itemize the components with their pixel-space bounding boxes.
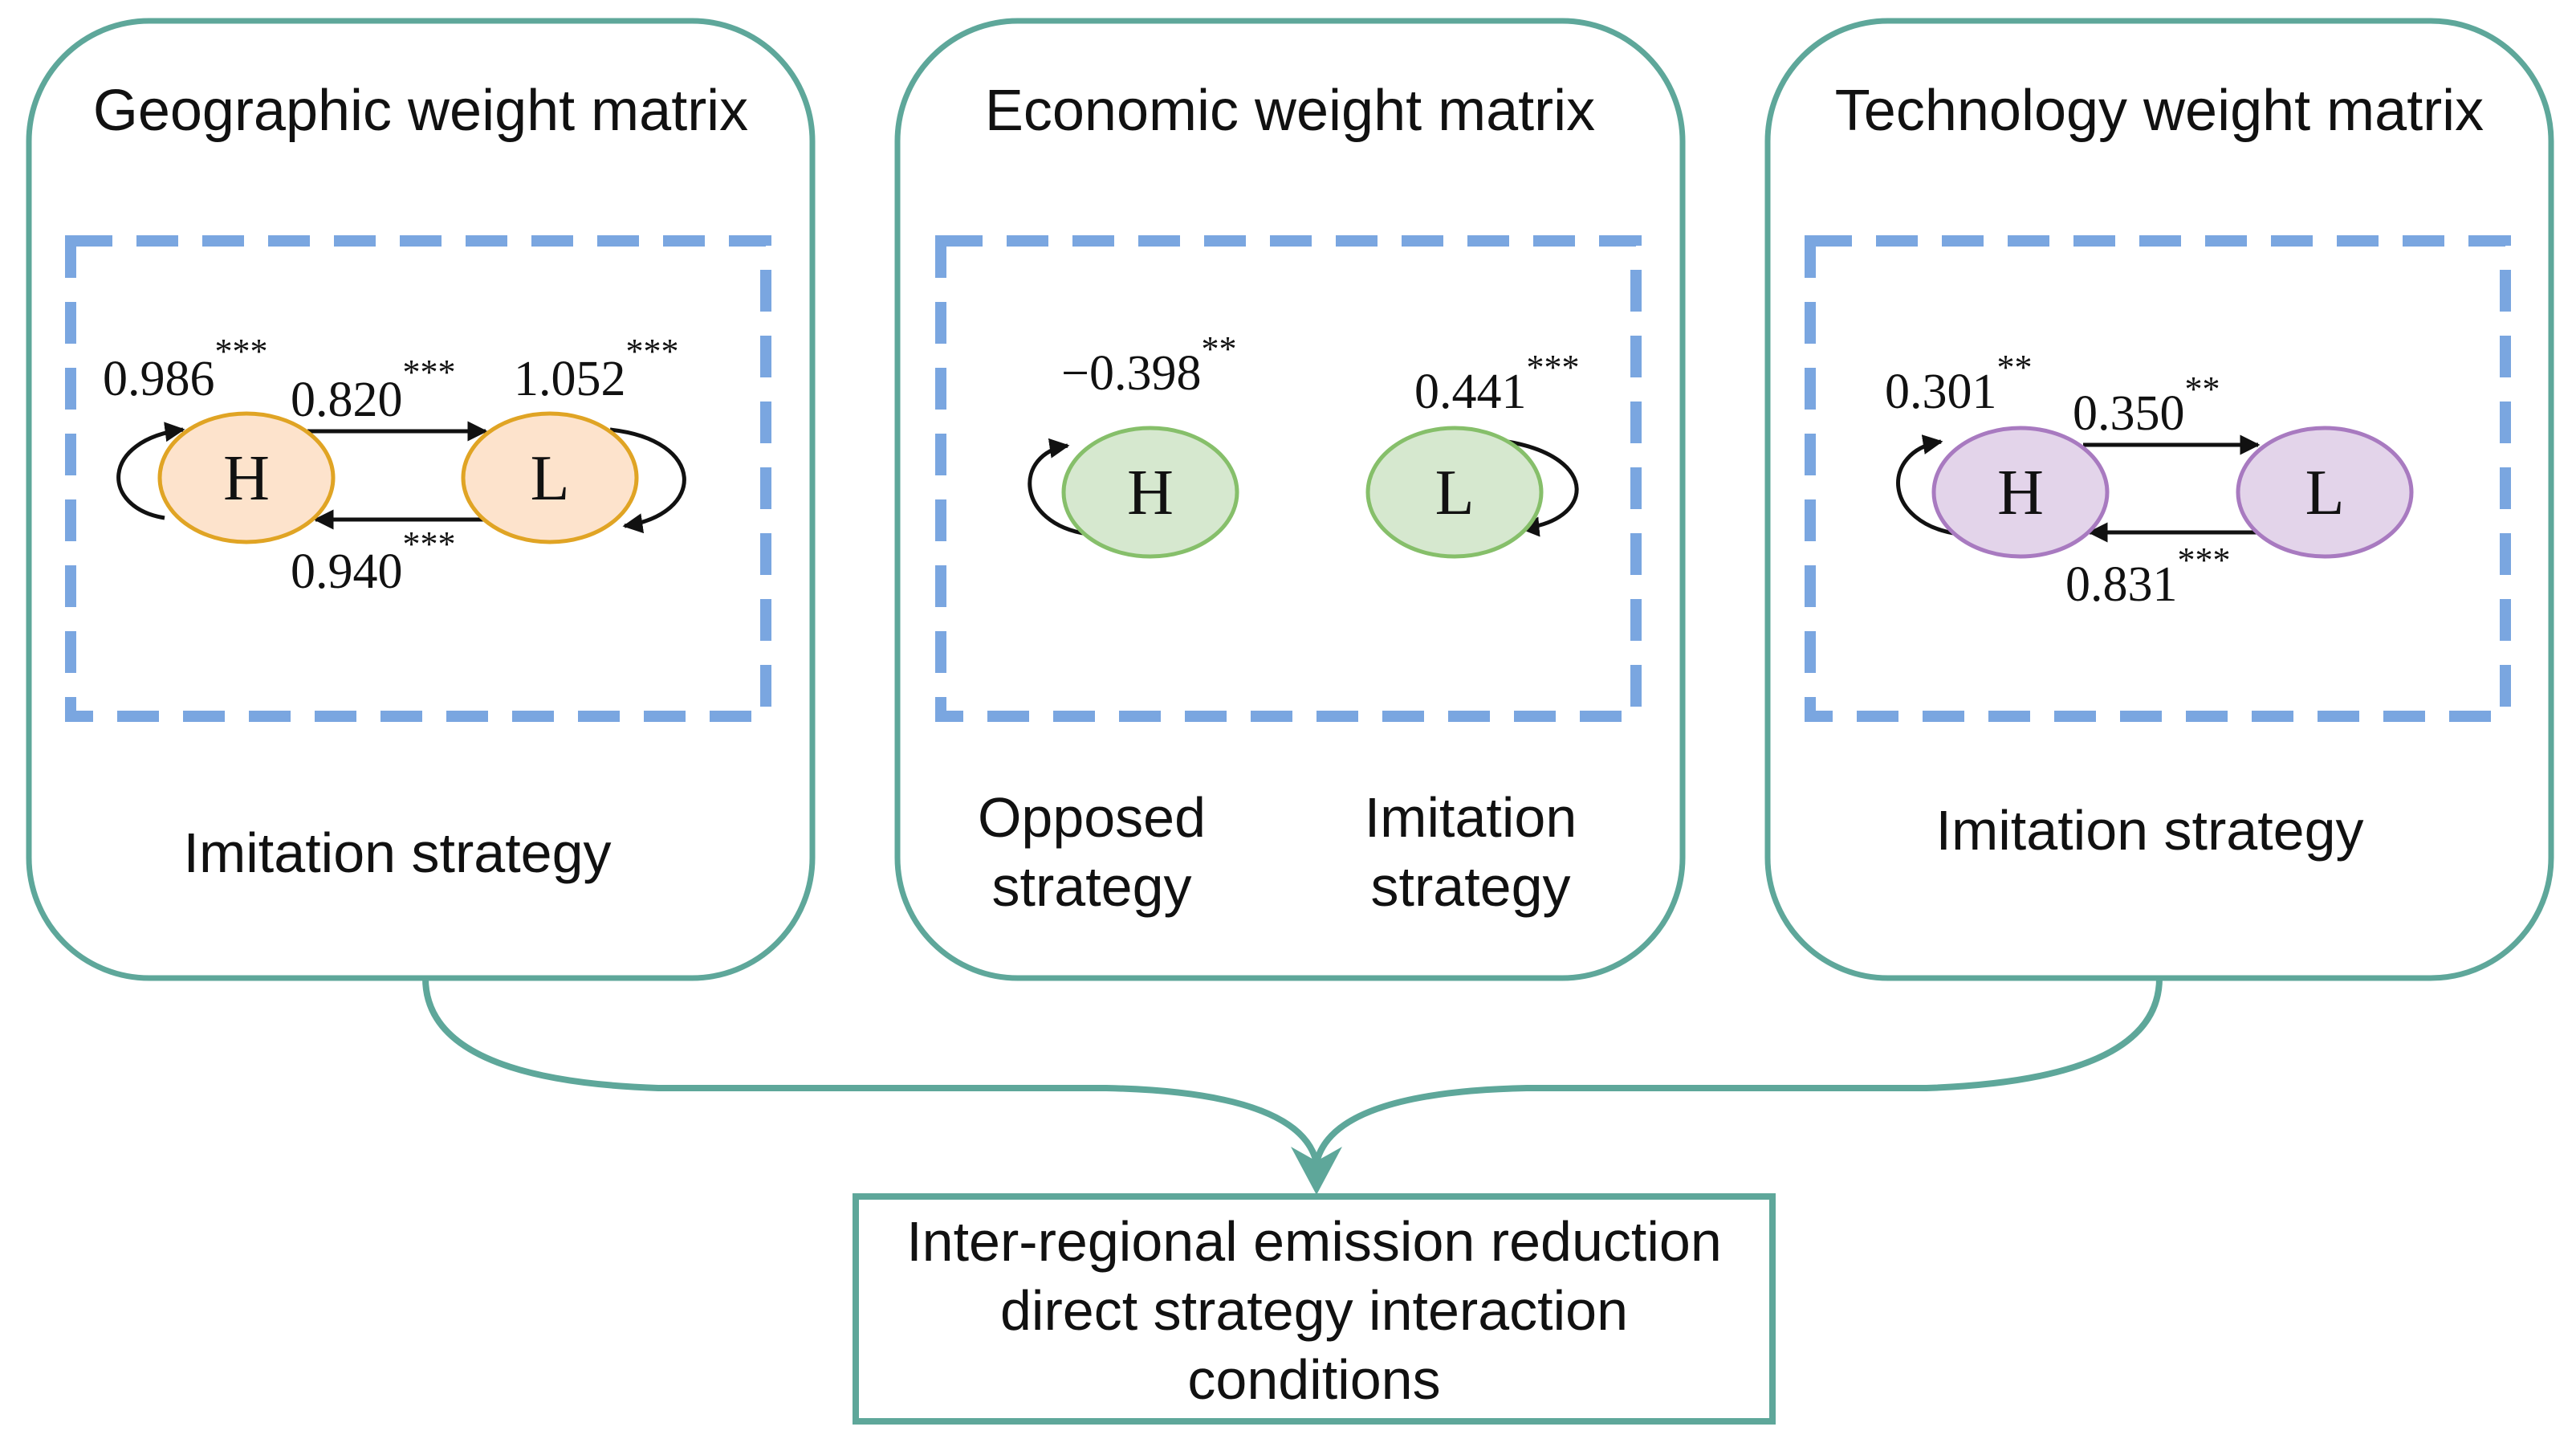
tech-coef-hl-value: 0.350 <box>2073 386 2185 441</box>
tech-node-h-label: H <box>1997 458 2044 528</box>
eco-strategy-h-line1: Opposed <box>978 786 1206 849</box>
result-box-border <box>853 1193 1776 1425</box>
eco-node-h-label: H <box>1127 458 1174 528</box>
geo-strategy-label: Imitation strategy <box>184 821 612 884</box>
tech-coef-lh-value: 0.831 <box>2065 557 2178 612</box>
eco-coef-hh: −0.398** <box>1061 329 1236 401</box>
tech-node-l-label: L <box>2305 458 2345 528</box>
geo-coef-lh-sig: *** <box>403 524 456 564</box>
eco-loop-h-arrow <box>1028 438 1089 536</box>
geo-coef-ll-value: 1.052 <box>514 352 626 406</box>
connector-brace <box>422 977 2163 1164</box>
tech-strategy-label: Imitation strategy <box>1936 799 2364 862</box>
result-line-2: direct strategy interaction <box>1000 1279 1628 1342</box>
eco-coef-ll-value: 0.441 <box>1414 365 1527 419</box>
panel-technology-title: Technology weight matrix <box>1835 79 2484 143</box>
geo-loop-h-arrow <box>116 422 185 520</box>
tech-coef-hl: 0.350** <box>2073 369 2220 441</box>
panel-geographic-title: Geographic weight matrix <box>93 79 748 143</box>
geo-coef-lh-value: 0.940 <box>291 544 403 599</box>
eco-strategy-l-line1: Imitation <box>1365 786 1577 849</box>
panel-geographic-border <box>26 18 816 981</box>
tech-coef-hh-sig: ** <box>1997 348 2033 387</box>
geo-coef-hh: 0.986*** <box>103 332 268 406</box>
geo-coef-lh: 0.940*** <box>291 524 456 599</box>
geo-node-h <box>157 411 336 544</box>
panel-geographic: Geographic weight matrix H L 0.986*** 0.… <box>26 18 816 981</box>
geo-loop-l-arrow <box>609 427 686 534</box>
geo-coef-hh-sig: *** <box>215 332 268 371</box>
geo-coef-hl-value: 0.820 <box>291 373 403 427</box>
tech-coef-lh-sig: *** <box>2178 540 2231 580</box>
result-line-3: conditions <box>1187 1348 1440 1411</box>
panel-geographic-dashed-frame <box>65 235 771 722</box>
geo-coef-hl: 0.820*** <box>291 353 456 427</box>
panel-technology-dashed-frame <box>1805 235 2511 722</box>
tech-coef-lh: 0.831*** <box>2065 540 2231 612</box>
eco-strategy-h-line2: strategy <box>992 855 1192 918</box>
tech-coef-hh-value: 0.301 <box>1885 365 1997 419</box>
tech-coef-hl-sig: ** <box>2185 369 2220 409</box>
connector-arrowhead <box>1291 1147 1342 1195</box>
geo-coef-hl-sig: *** <box>403 353 456 392</box>
tech-node-h <box>1931 426 2110 559</box>
tech-coef-hh: 0.301** <box>1885 348 2033 419</box>
tech-loop-h-arrow <box>1896 434 1959 536</box>
eco-coef-ll: 0.441*** <box>1414 348 1580 419</box>
panel-technology: Technology weight matrix H L 0.301** 0.3… <box>1764 18 2554 981</box>
panel-economic-title: Economic weight matrix <box>985 79 1595 143</box>
tech-node-l <box>2236 426 2414 559</box>
geo-node-l-label: L <box>531 443 570 514</box>
geo-coef-ll-sig: *** <box>626 332 679 371</box>
eco-coef-hh-value: −0.398 <box>1061 346 1201 401</box>
eco-node-h <box>1061 426 1239 559</box>
panel-economic-border <box>894 18 1686 981</box>
result-box: Inter-regional emission reduction direct… <box>853 1193 1776 1425</box>
geo-node-h-label: H <box>223 443 270 514</box>
eco-node-l <box>1365 426 1544 559</box>
eco-coef-ll-sig: *** <box>1527 348 1580 387</box>
eco-node-l-label: L <box>1435 458 1475 528</box>
result-line-1: Inter-regional emission reduction <box>906 1210 1722 1273</box>
geo-coef-hh-value: 0.986 <box>103 352 215 406</box>
panel-economic-dashed-frame <box>935 235 1642 722</box>
geo-coef-ll: 1.052*** <box>514 332 679 406</box>
panel-economic: Economic weight matrix H L −0.398** 0.44… <box>894 18 1686 981</box>
geo-node-l <box>461 411 639 544</box>
eco-loop-l-arrow <box>1507 439 1579 537</box>
eco-coef-hh-sig: ** <box>1201 329 1236 369</box>
eco-strategy-l-line2: strategy <box>1371 855 1571 918</box>
